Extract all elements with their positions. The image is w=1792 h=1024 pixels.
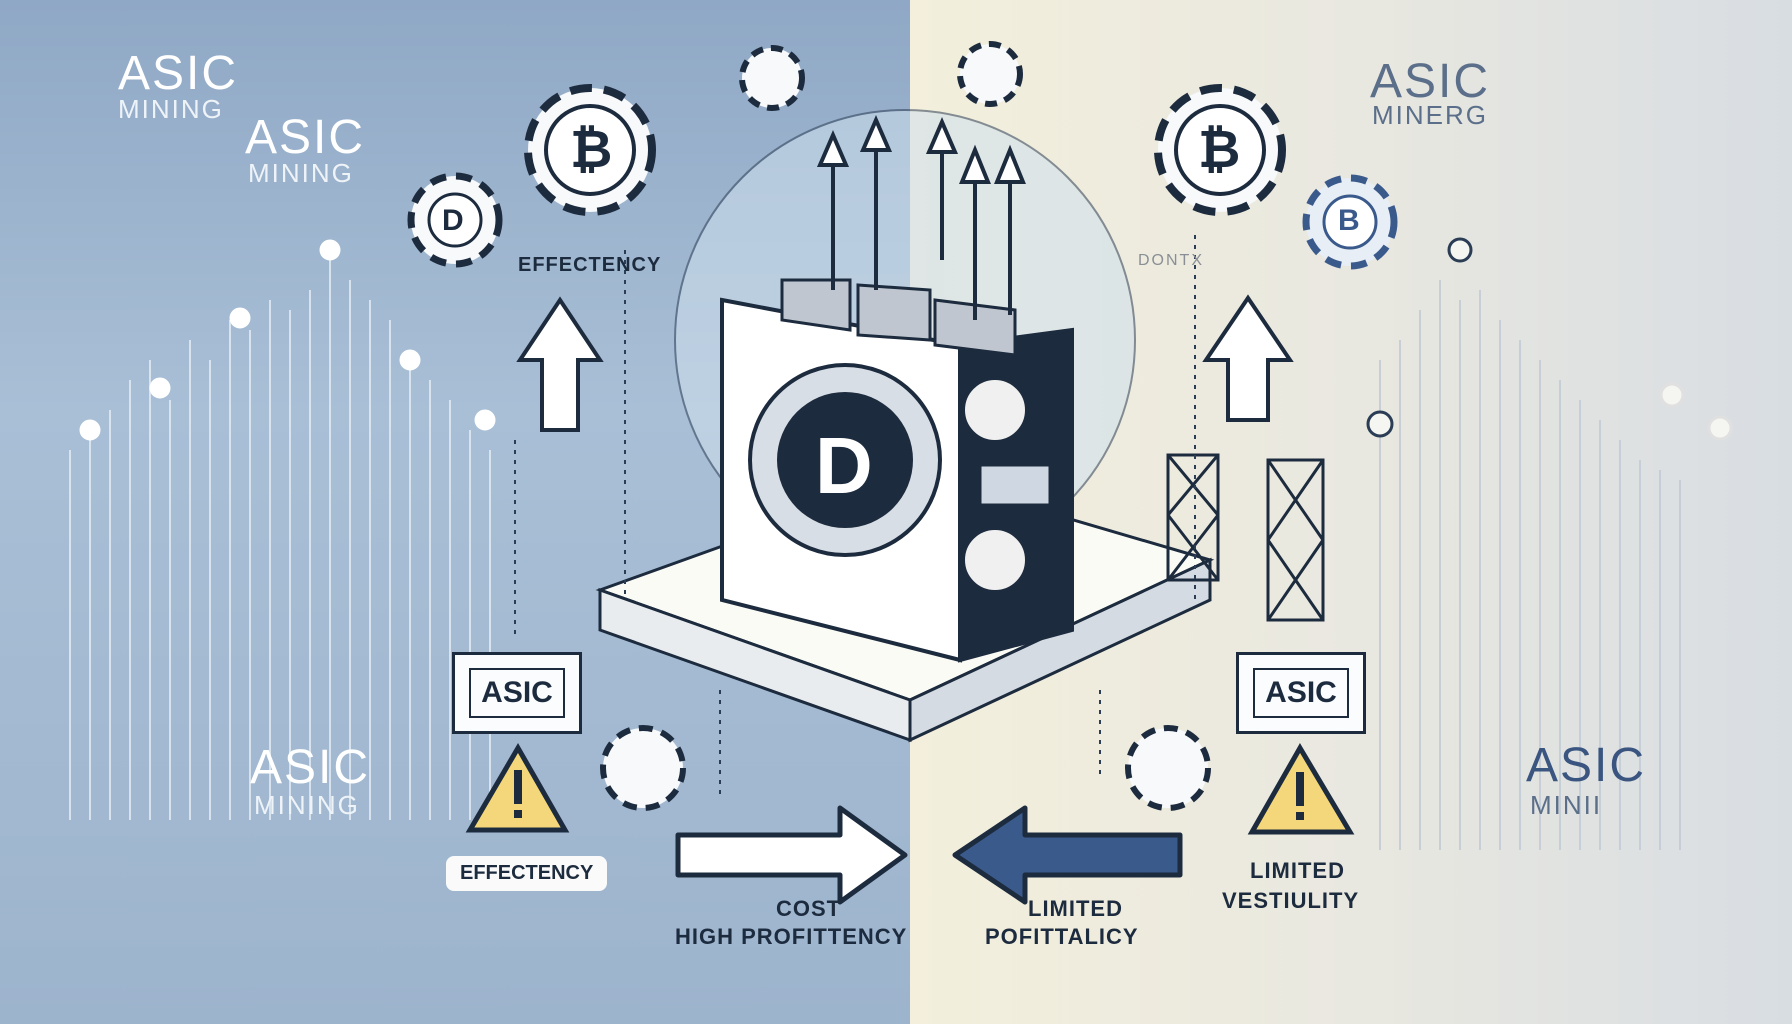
subtitle-mining-2: MINING: [248, 158, 354, 188]
dashed-lines: [514, 235, 1196, 800]
subtitle-minerg: MINERG: [1372, 100, 1488, 130]
b-gear-icon-right: [1302, 174, 1398, 270]
profitability-label: POFITTALICY: [985, 924, 1139, 949]
arrow-right-icon: [675, 805, 908, 905]
right-dots: [1366, 237, 1733, 441]
bitcoin-symbol-left: ₿: [570, 121, 613, 179]
gear-icon-top: [739, 41, 1023, 111]
left-dots: [79, 239, 496, 441]
miner-arrows: [816, 114, 1026, 320]
title-asic-1: ASIC: [118, 47, 239, 100]
miner-logo-letter: D: [815, 421, 873, 510]
left-bars: [69, 260, 491, 820]
subtitle-minii: MINII: [1530, 790, 1603, 820]
arrow-up-icon-left: [516, 296, 604, 432]
asic-box-left: ASIC: [452, 652, 582, 734]
title-asic-top-right: ASIC: [1370, 55, 1491, 108]
asic-box-right: ASIC: [1236, 652, 1366, 734]
bitcoin-gear-icon-right: [1154, 84, 1286, 216]
arrow-left-icon: [952, 805, 1183, 905]
bitcoin-symbol-right: ₿: [1198, 121, 1241, 179]
title-asic-2: ASIC: [245, 111, 366, 164]
gear-icon-bottom: [600, 725, 1211, 811]
subtitle-mining-3: MINING: [254, 790, 360, 820]
efficiency-pill-bottom: EFFECTENCY: [446, 856, 608, 891]
asic-miner-icon: [720, 278, 1074, 663]
d-gear-icon-left: [407, 172, 503, 268]
warning-icon-left: [465, 743, 570, 833]
efficiency-label-top: EFFECTENCY: [518, 254, 662, 276]
title-asic-bottom-right: ASIC: [1526, 739, 1647, 792]
scaffold-towers: [1166, 453, 1325, 622]
high-profit-label: HIGH PROFITTENCY: [675, 924, 908, 949]
subtitle-mining-1: MINING: [118, 94, 224, 124]
arrow-up-icon-right: [1202, 294, 1294, 422]
cost-label: COST: [776, 896, 842, 921]
asic-box-left-label: ASIC: [469, 668, 565, 718]
asic-box-right-label: ASIC: [1253, 668, 1349, 718]
versatility-label: VESTIULITY: [1222, 888, 1360, 913]
limited-label-center: LIMITED: [1028, 896, 1123, 921]
warning-icon-right: [1247, 743, 1355, 835]
gear-d-label: D: [442, 204, 464, 237]
right-bars: [1379, 280, 1681, 850]
gear-b-label: B: [1338, 204, 1360, 237]
limited-label-right: LIMITED: [1250, 858, 1345, 883]
dontx-label: DONTX: [1138, 252, 1204, 269]
bitcoin-gear-icon-left: [524, 84, 656, 216]
title-asic-mid-left: ASIC: [250, 741, 371, 794]
